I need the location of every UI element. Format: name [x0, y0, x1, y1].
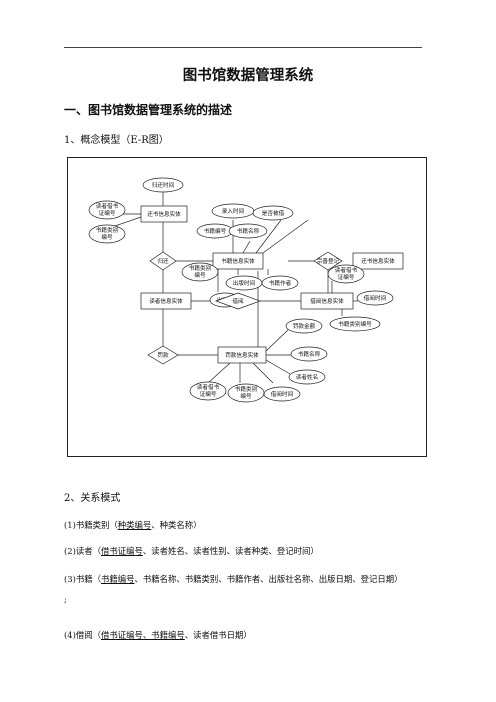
attr-reader-card-no-1-b: 证编号 [99, 209, 116, 217]
entity-fine: 罚款信息实体 [225, 351, 259, 359]
attr-book-type-no-3-b: 编号 [240, 392, 252, 400]
edge [265, 359, 291, 375]
entity-box [212, 252, 264, 270]
entity-return: 还书信息实体 [147, 210, 181, 218]
attr-ellipse [228, 223, 268, 239]
attr-book-name-2: 书籍名称 [298, 350, 321, 358]
attr-ellipse [290, 346, 328, 362]
attr-ellipse [252, 205, 294, 221]
attr-reader-name: 读者姓名 [296, 373, 318, 381]
attr-book-type-no-1-a: 书籍类别 [96, 226, 119, 234]
attr-reader-card-no-3-a: 读者借书 [197, 383, 220, 391]
attr-ellipse [288, 369, 326, 385]
attr-reader-card-no-2-b: 证编号 [338, 273, 355, 281]
schema-key: 借书证编号、书籍编号 [101, 630, 185, 640]
attr-return-time: 归还时间 [152, 181, 175, 189]
relation-schema-4: (4)借阅（借书证编号、书籍编号、读者借书日期） [64, 629, 252, 641]
entity-borrow: 借阅信息实体 [310, 297, 344, 305]
entity-box [352, 252, 404, 270]
attr-book-no-1: 书籍编号 [204, 227, 227, 235]
schema-key: 书籍编号 [101, 574, 135, 584]
er-diagram-frame: 归还时间 读者借书 证编号 书籍类别 编号 还书信息实体 归还 录入时间 是否被… [67, 157, 427, 457]
relation-return: 归还 [157, 257, 169, 265]
attr-book-name-1: 书籍名称 [237, 227, 260, 235]
relation-schema-1: (1)书籍类别（种类编号、种类名称） [64, 519, 202, 531]
relation-borrow: 借阅 [232, 297, 244, 305]
attr-book-type-no-1-b: 编号 [101, 233, 113, 241]
relation-diamond [214, 292, 262, 310]
attr-ellipse [356, 290, 394, 306]
relation-schema-3: (3)书籍（书籍编号、书籍名称、书籍类别、书籍作者、出版社名称、出版日期、登记日… [64, 573, 403, 585]
entity-reader: 读者信息实体 [149, 297, 183, 305]
relation-fine: 罚款 [157, 351, 169, 359]
schema-rest: 、书籍名称、书籍类别、书籍作者、出版社名称、出版日期、登记日期） [134, 574, 403, 584]
attr-ellipse [329, 316, 381, 332]
attr-ellipse [327, 264, 365, 284]
attr-reader-card-no-1-a: 读者借书 [96, 202, 119, 210]
schema-rest: 、种类名称） [151, 520, 202, 530]
attr-ellipse [263, 386, 301, 402]
relation-reregister: 宗善登记 [317, 257, 340, 265]
attr-fine-amount: 罚款金额 [293, 322, 316, 330]
header-rule [64, 47, 422, 48]
schema-prefix: (1)书籍类别（ [64, 520, 118, 530]
schema-prefix: (4)借阅（ [64, 630, 101, 640]
section-heading: 一、图书馆数据管理系统的描述 [64, 103, 233, 117]
attr-ellipse [261, 275, 299, 291]
schema-key: 种类编号 [117, 520, 152, 530]
entity-reregister: 还书信息实体 [361, 257, 395, 265]
attr-ellipse [88, 200, 126, 220]
schema-prefix: (2)读者（ [64, 546, 101, 556]
entity-box [140, 205, 188, 223]
subsection-heading-er: 1、概念模型（E-R图） [64, 135, 169, 146]
entity-box [217, 346, 267, 364]
attr-book-type-no-2-b: 编号 [194, 271, 206, 279]
attr-is-damaged: 是否被借 [262, 209, 285, 217]
attr-ellipse [88, 224, 126, 244]
attr-borrow-time-2: 借阅时间 [271, 390, 294, 398]
edge [262, 219, 309, 254]
entity-book: 书籍信息实体 [221, 257, 255, 265]
edge [252, 362, 274, 384]
edge [265, 329, 289, 352]
schema-key: 借书证编号 [101, 546, 143, 556]
entity-box [300, 292, 354, 310]
edge [255, 219, 282, 254]
relation-schema-2: (2)读者（借书证编号、读者姓名、读者性别、读者种类、登记时间） [64, 545, 319, 557]
edge [242, 240, 251, 254]
attr-reader-card-no-3-b: 证编号 [200, 390, 217, 398]
attr-publish-time: 出版时间 [233, 279, 256, 287]
page-title: 图书馆数据管理系统 [182, 68, 314, 84]
entity-box [140, 292, 192, 310]
schema-rest: 、读者姓名、读者性别、读者种类、登记时间） [142, 546, 319, 556]
schema-prefix: (3)书籍（ [64, 574, 101, 584]
relation-diamond [313, 251, 343, 271]
attr-reader-card-no-2-a: 读者借书 [335, 266, 358, 274]
attr-ellipse [181, 262, 219, 282]
attr-ellipse [285, 318, 323, 334]
relation-diamond [149, 251, 177, 271]
attr-book-type-no-2-a: 书籍类别 [189, 264, 212, 272]
relation-schema-3-tail: ; [64, 594, 67, 604]
er-diagram: 归还时间 读者借书 证编号 书籍类别 编号 还书信息实体 归还 录入时间 是否被… [88, 177, 404, 403]
attr-ellipse [189, 381, 227, 401]
attr-ellipse [142, 177, 184, 193]
attr-book-type-no-3-a: 书籍类别 [235, 385, 258, 393]
relation-diamond [147, 345, 179, 365]
attr-borrow-time-1: 借阅时间 [364, 294, 387, 302]
schema-rest: 、读者借书日期） [184, 630, 252, 640]
subsection-heading-relations: 2、关系模式 [64, 493, 121, 504]
edge [207, 362, 231, 384]
edge [111, 216, 142, 228]
attr-book-author: 书籍作者 [269, 279, 292, 287]
attr-entry-time: 录入时间 [222, 207, 245, 215]
attr-book-category-no: 书籍类别编号 [338, 320, 372, 328]
